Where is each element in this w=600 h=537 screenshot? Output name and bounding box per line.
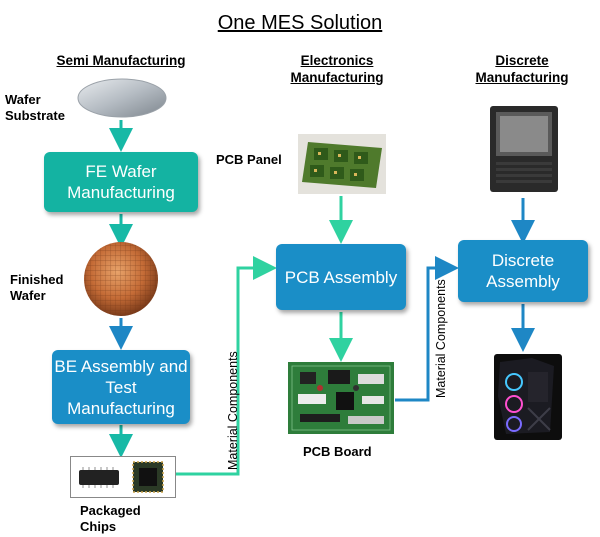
diagram-title: One MES Solution — [217, 12, 383, 34]
label-packaged-chips: Packaged Chips — [80, 503, 141, 534]
column-header-semi: Semi Manufacturing — [56, 53, 186, 68]
wafer-substrate-image — [77, 78, 167, 118]
box-be-assembly-test: BE Assembly and Test Manufacturing — [52, 350, 190, 424]
label-pcb-board: PCB Board — [303, 444, 372, 459]
box-discrete-assembly: Discrete Assembly — [458, 240, 588, 302]
pcb-board-image — [288, 362, 394, 434]
label-wafer-substrate: Wafer Substrate — [5, 92, 65, 123]
finished-wafer-image — [84, 242, 158, 316]
pc-case-image — [490, 106, 558, 192]
arrow-board-to-discrete — [395, 256, 459, 402]
column-header-discrete: Discrete Manufacturing — [475, 53, 569, 85]
arrow-chips-to-pcb-assembly — [175, 256, 277, 476]
connector-label-left: Material Components — [226, 351, 240, 470]
box-fe-wafer-manufacturing: FE Wafer Manufacturing — [44, 152, 198, 212]
packaged-chips-image — [70, 456, 176, 498]
label-pcb-panel: PCB Panel — [216, 152, 282, 167]
column-header-electronics: Electronics Manufacturing — [290, 53, 384, 85]
connector-label-right-line1: Material Components — [434, 279, 448, 398]
pcb-panel-image — [298, 134, 386, 194]
box-pcb-assembly: PCB Assembly — [276, 244, 406, 310]
gaming-pc-image — [494, 354, 562, 440]
label-finished-wafer: Finished Wafer — [10, 272, 64, 303]
